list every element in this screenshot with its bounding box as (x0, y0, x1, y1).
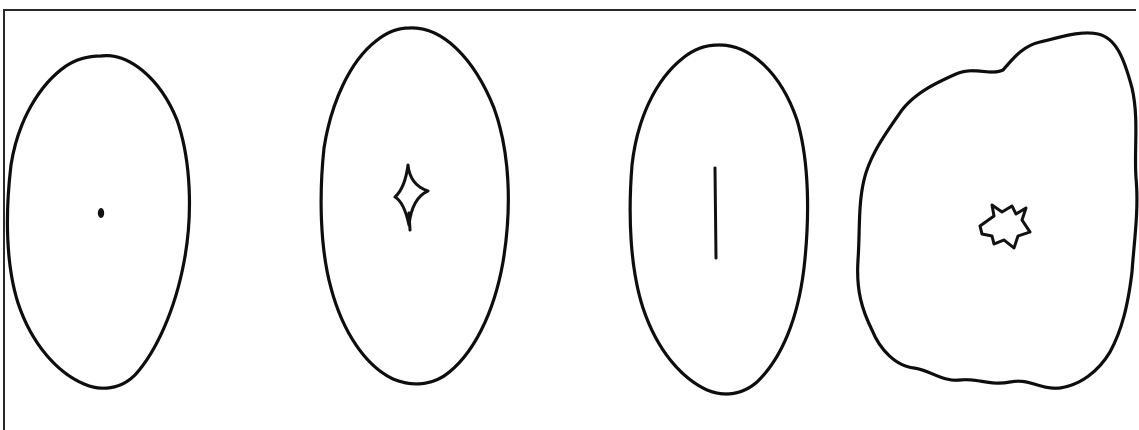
panel-a (7, 56, 189, 389)
panel-a-outline (7, 56, 189, 389)
panel-b-star-tail (409, 213, 410, 230)
panel-d-outline (858, 33, 1137, 388)
panel-c-line (715, 168, 716, 258)
panel-b (321, 28, 508, 384)
panel-b-star (395, 165, 428, 225)
panel-c-outline (630, 45, 807, 394)
panel-d-jagged-star (980, 205, 1030, 248)
panel-d (858, 33, 1137, 388)
panel-a-dot (98, 208, 104, 218)
panel-c (630, 45, 807, 394)
